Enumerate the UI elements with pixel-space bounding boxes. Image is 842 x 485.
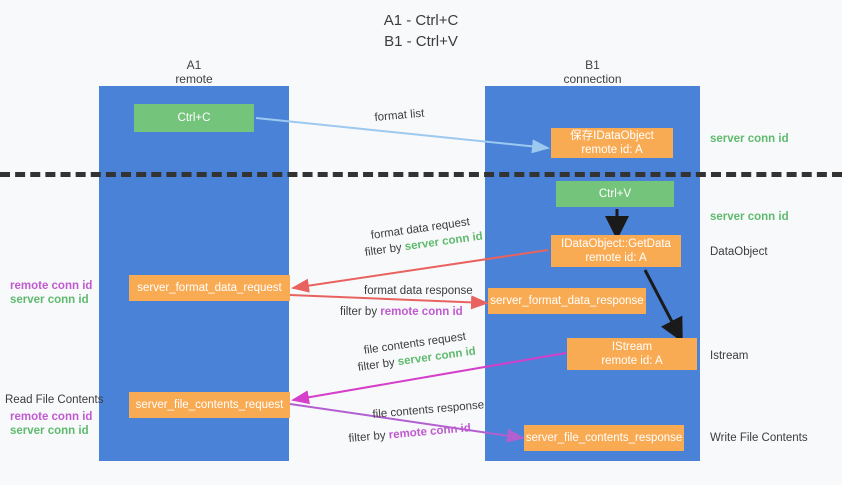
column-left-sub: remote: [175, 72, 213, 86]
box-ctrl-v-label: Ctrl+V: [598, 188, 632, 200]
box-save-idataobject[interactable]: 保存IDataObject remote id: A: [551, 128, 673, 158]
section-divider: [0, 172, 842, 177]
edge-label-format-data-response-filter: filter by remote conn id: [340, 305, 463, 320]
edge-label-file-contents-response: file contents response: [372, 399, 485, 421]
box-save-idataobject-line2: remote id: A: [581, 144, 643, 156]
edge-label-file-contents-response-filter: filter by remote conn id: [348, 421, 472, 447]
title-line-2: B1 - Ctrl+V: [384, 33, 458, 50]
box-istream-line1: IStream: [611, 341, 653, 353]
title-line-1: A1 - Ctrl+C: [383, 12, 459, 29]
box-server-file-contents-response[interactable]: server_file_contents_response: [524, 425, 684, 451]
annotation-left-server-conn-id-bottom: server conn id: [10, 425, 89, 437]
filter-prefix: filter by: [357, 356, 399, 374]
box-server-format-data-response-label: server_format_data_response: [490, 295, 644, 307]
box-server-format-data-response[interactable]: server_format_data_response: [488, 288, 646, 314]
filter-prefix: filter by: [364, 241, 406, 259]
box-server-file-contents-request-label: server_file_contents_request: [135, 399, 284, 411]
annotation-left-server-conn-id-top: server conn id: [10, 294, 89, 306]
box-idataobject-getdata-line2: remote id: A: [585, 252, 647, 264]
box-server-format-data-request-label: server_format_data_request: [137, 282, 282, 294]
filter-value-remote-conn-id: remote conn id: [388, 422, 472, 442]
box-idataobject-getdata[interactable]: IDataObject::GetData remote id: A: [551, 235, 681, 267]
box-istream[interactable]: IStream remote id: A: [567, 338, 697, 370]
page-title: A1 - Ctrl+C B1 - Ctrl+V: [0, 10, 842, 52]
annotation-right-server-conn-id-mid: server conn id: [710, 211, 789, 223]
filter-prefix: filter by: [348, 429, 390, 445]
box-save-idataobject-line1: 保存IDataObject: [570, 130, 654, 142]
filter-prefix: filter by: [340, 306, 381, 318]
edge-label-format-list: format list: [374, 107, 425, 124]
box-server-format-data-request[interactable]: server_format_data_request: [129, 275, 290, 301]
box-ctrl-v[interactable]: Ctrl+V: [556, 181, 674, 207]
box-ctrl-c-label: Ctrl+C: [177, 112, 211, 124]
annotation-left-remote-conn-id-top: remote conn id: [10, 280, 93, 292]
box-idataobject-getdata-line1: IDataObject::GetData: [561, 238, 671, 250]
annotation-right-istream: Istream: [710, 350, 749, 362]
box-istream-line2: remote id: A: [601, 355, 663, 367]
annotation-right-write-file-contents: Write File Contents: [710, 432, 808, 444]
column-header-right: B1 connection: [485, 58, 700, 86]
annotation-left-remote-conn-id-bottom: remote conn id: [10, 411, 93, 423]
filter-value-remote-conn-id: remote conn id: [380, 306, 463, 318]
column-left-name: A1: [186, 58, 202, 72]
column-right-name: B1: [585, 58, 600, 72]
annotation-left-read-file-contents: Read File Contents: [5, 394, 104, 406]
annotation-right-server-conn-id-top: server conn id: [710, 133, 789, 145]
box-ctrl-c[interactable]: Ctrl+C: [134, 104, 254, 132]
column-header-left: A1 remote: [99, 58, 289, 86]
annotation-right-dataobject: DataObject: [710, 246, 768, 258]
edge-label-format-data-response: format data response: [364, 285, 473, 297]
box-server-file-contents-response-label: server_file_contents_response: [525, 432, 683, 444]
box-server-file-contents-request[interactable]: server_file_contents_request: [129, 392, 290, 418]
column-right-sub: connection: [563, 72, 622, 86]
